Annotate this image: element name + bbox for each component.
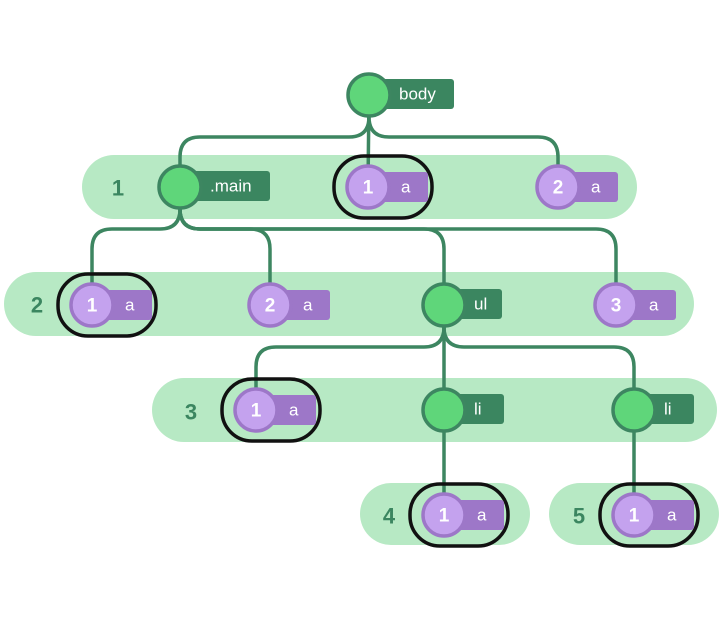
anchor-circle bbox=[345, 164, 391, 210]
anchor-index: 1 bbox=[87, 296, 98, 317]
highlight-outline bbox=[56, 272, 158, 338]
tag-name: li bbox=[474, 400, 482, 419]
anchor-circle bbox=[421, 492, 467, 538]
tag-name: body bbox=[399, 85, 436, 104]
tag-name: li bbox=[664, 400, 672, 419]
anchor-node-a_r4_1: a1 bbox=[408, 482, 510, 548]
element-circle bbox=[346, 72, 392, 118]
tag-label-box bbox=[180, 171, 270, 201]
tag-name: a bbox=[591, 178, 601, 197]
anchor-circle bbox=[593, 282, 639, 328]
edge-main-to-a_r2_1 bbox=[90, 185, 182, 307]
anchor-circle bbox=[247, 282, 293, 328]
anchor-node-a_r1_1: a1 bbox=[332, 154, 434, 220]
anchor-index: 1 bbox=[363, 178, 374, 199]
element-node-li_1: li bbox=[421, 387, 504, 433]
anchor-node-a_r3_1: a1 bbox=[220, 377, 322, 443]
anchor-circle bbox=[69, 282, 115, 328]
highlight-outline bbox=[220, 377, 322, 443]
tag-name: ul bbox=[474, 295, 487, 314]
tag-name: .main bbox=[210, 177, 252, 196]
level-band-shape bbox=[4, 272, 694, 336]
element-node-li_2: li bbox=[611, 387, 694, 433]
element-circle bbox=[421, 282, 467, 328]
anchor-index: 2 bbox=[553, 178, 564, 199]
anchor-node-a_r2_2: a2 bbox=[247, 282, 330, 328]
edge-main-to-a_r2_3 bbox=[178, 185, 618, 307]
element-node-body: body bbox=[346, 72, 454, 118]
anchor-node-a_r5_1: a1 bbox=[598, 482, 700, 548]
highlight-outline bbox=[408, 482, 510, 548]
anchor-node-a_r2_1: a1 bbox=[56, 272, 158, 338]
edge-body-to-a_r1_2 bbox=[367, 93, 560, 189]
element-circle bbox=[611, 387, 657, 433]
tag-name: a bbox=[649, 296, 659, 315]
tag-name: a bbox=[303, 296, 313, 315]
highlight-outline bbox=[598, 482, 700, 548]
element-node-ul: ul bbox=[421, 282, 502, 328]
level-number: 4 bbox=[383, 504, 396, 529]
anchor-index: 2 bbox=[265, 296, 276, 317]
anchor-index: 1 bbox=[629, 506, 640, 527]
highlight-outline bbox=[332, 154, 434, 220]
anchor-index: 1 bbox=[439, 506, 450, 527]
tag-name: a bbox=[477, 506, 487, 525]
anchor-circle bbox=[233, 387, 279, 433]
anchor-index: 3 bbox=[611, 296, 622, 317]
anchor-node-a_r2_3: a3 bbox=[593, 282, 676, 328]
element-circle bbox=[421, 387, 467, 433]
anchor-index: 1 bbox=[251, 401, 262, 422]
tree-edges bbox=[90, 93, 636, 517]
anchor-circle bbox=[535, 164, 581, 210]
level-number: 5 bbox=[573, 504, 585, 529]
anchor-node-a_r1_2: a2 bbox=[535, 164, 618, 210]
level-bands: 1 2 3 4 5 bbox=[4, 155, 719, 545]
level-number: 2 bbox=[31, 293, 43, 318]
edge-ul-to-li_2 bbox=[442, 303, 636, 412]
element-circle bbox=[157, 164, 203, 210]
tag-name: a bbox=[125, 296, 135, 315]
level-number: 1 bbox=[112, 176, 124, 201]
tag-name: a bbox=[667, 506, 677, 525]
element-node-main: .main bbox=[157, 164, 270, 210]
anchor-circle bbox=[611, 492, 657, 538]
level-number: 3 bbox=[185, 400, 197, 425]
tag-name: a bbox=[289, 401, 299, 420]
tag-name: a bbox=[401, 178, 411, 197]
level-band-2: 2 bbox=[4, 272, 694, 336]
